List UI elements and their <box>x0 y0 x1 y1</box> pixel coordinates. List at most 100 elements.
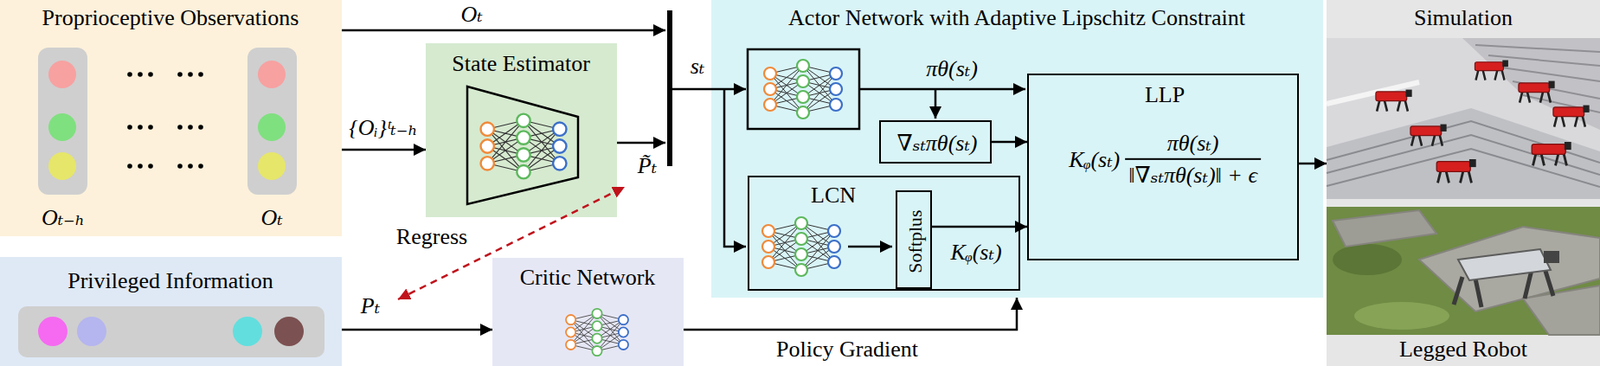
node-label: Simulation <box>1413 5 1513 32</box>
node-label: LLP <box>1144 82 1185 109</box>
ellipsis-dots-part <box>187 163 193 169</box>
node-label: LCN <box>810 182 856 209</box>
node-label: Critic Network <box>520 264 656 291</box>
lcn-network-part <box>762 217 841 277</box>
signal-arrow-part <box>616 141 666 145</box>
signal-label: Pₜ <box>360 293 380 320</box>
privileged-bar <box>18 306 325 358</box>
ellipsis-dots-part <box>137 163 143 169</box>
connector-arrow <box>991 141 1028 144</box>
signal-label: Oₜ₋ₕ <box>41 205 85 232</box>
observation-column-part <box>257 152 286 180</box>
simulation-image-part <box>1531 141 1572 166</box>
observation-column-part <box>257 113 286 142</box>
simulation-image <box>1326 38 1600 200</box>
node-label: Softplus <box>904 209 926 273</box>
gradient-box: ∇ₛₜπθ(sₜ) <box>879 120 992 164</box>
signal-arrow <box>341 30 1026 247</box>
signal-arrow-part <box>848 245 893 249</box>
regress-arrow-part <box>398 186 625 300</box>
connector-arrow <box>1298 162 1327 166</box>
critic-box: Critic Network <box>492 257 684 366</box>
ellipsis-dots-part <box>198 71 204 78</box>
robot-photo-part <box>1326 206 1600 335</box>
llp-box: LLP Kᵩ(sₜ)πθ(sₜ)‖∇ₛₜπθ(sₜ)‖ + ϵ <box>1027 73 1299 261</box>
simulation-image-part <box>1475 44 1600 113</box>
formula-term: πθ(sₜ) <box>1124 129 1261 161</box>
simulation-image-part <box>1436 159 1477 183</box>
simulation-image-part <box>1326 108 1600 200</box>
observation-column-part <box>38 47 88 195</box>
ellipsis-dots-part <box>147 71 154 78</box>
policy-network <box>747 49 860 129</box>
signal-arrow-part <box>934 89 938 119</box>
observation-column-part <box>257 60 286 89</box>
ellipsis-dots-part <box>198 163 204 169</box>
simulation-image-part <box>1553 105 1590 128</box>
signal-arrow-part <box>672 88 746 91</box>
signal-label: Oₜ <box>260 205 283 232</box>
fraction: πθ(sₜ)‖∇ₛₜπθ(sₜ)‖ + ϵ <box>1124 129 1261 189</box>
observation-column-part <box>48 113 77 142</box>
signal-label: P̃ₜ <box>637 153 657 180</box>
formula-term: Kᵩ(sₜ) <box>1068 145 1120 173</box>
observation-column <box>38 47 297 195</box>
regress-arrow <box>398 186 625 300</box>
formula: Kᵩ(sₜ)πθ(sₜ)‖∇ₛₜπθ(sₜ)‖ + ϵ <box>1068 129 1261 189</box>
observation-column-part <box>247 47 297 195</box>
observation-column-part <box>48 152 77 180</box>
ellipsis-dots-part <box>137 124 143 130</box>
privileged-bar-part <box>77 316 107 347</box>
simulation-image-part <box>1326 121 1600 187</box>
observation-column-part <box>48 60 77 89</box>
critic-network <box>565 308 629 356</box>
ellipsis-dots-part <box>187 71 193 78</box>
policy-network-part <box>747 49 860 129</box>
encoder-network-part <box>467 86 579 205</box>
connector-arrow <box>683 297 1017 330</box>
encoder-network <box>467 86 579 205</box>
simulation-image-part <box>1474 60 1509 81</box>
ellipsis-dots-part <box>187 124 193 130</box>
node-label: State Estimator <box>451 51 591 78</box>
signal-label: πθ(sₜ) <box>925 56 978 83</box>
ellipsis-dots-part <box>127 124 133 130</box>
ellipsis-dots-part <box>127 71 133 78</box>
robot-photo-part <box>1354 302 1450 330</box>
simulation-image-part <box>1375 89 1413 112</box>
lcn-network <box>762 217 841 277</box>
robot-photo <box>1326 206 1600 335</box>
robot-photo-part <box>1332 244 1402 276</box>
ellipsis-dots-part <box>147 124 154 130</box>
node-label: Actor Network with Adaptive Lipschitz Co… <box>788 5 1246 32</box>
signal-label: Regress <box>396 224 468 251</box>
critic-network-part <box>565 308 629 356</box>
lcn-box: LCN Softplus <box>747 175 1021 291</box>
robot-photo-part <box>1522 285 1600 335</box>
robot-photo-part <box>1543 250 1560 264</box>
ellipsis-dots-part <box>177 124 183 130</box>
softplus-box: Softplus <box>895 190 932 290</box>
ellipsis-dots-part <box>147 163 154 169</box>
privileged-bar-part <box>232 316 263 347</box>
concat-bar-part <box>667 10 673 167</box>
ellipsis-dots-part <box>137 71 143 78</box>
formula-term: ‖∇ₛₜπθ(sₜ)‖ + ϵ <box>1124 160 1261 189</box>
policy-network-part <box>764 59 842 119</box>
ellipsis-dots <box>127 71 204 335</box>
signal-label: Oₜ <box>460 1 482 28</box>
signal-arrow-part <box>724 89 746 247</box>
simulation-image-part <box>1326 38 1600 200</box>
simulation-image-part <box>1518 81 1556 103</box>
node-label: Legged Robot <box>1399 336 1528 363</box>
node-label: ∇ₛₜπθ(sₜ) <box>897 130 978 157</box>
node-label: Privileged Information <box>67 268 274 295</box>
signal-label: sₜ <box>690 53 706 80</box>
edge-label: Policy Gradient <box>776 336 919 363</box>
edge-label: Kᵩ(sₜ) <box>950 239 1002 266</box>
robot-photo-part <box>1458 249 1551 281</box>
edge-label: {Oᵢ}ᵗₜ₋ₕ <box>348 115 418 142</box>
ellipsis-dots-part <box>127 163 133 169</box>
